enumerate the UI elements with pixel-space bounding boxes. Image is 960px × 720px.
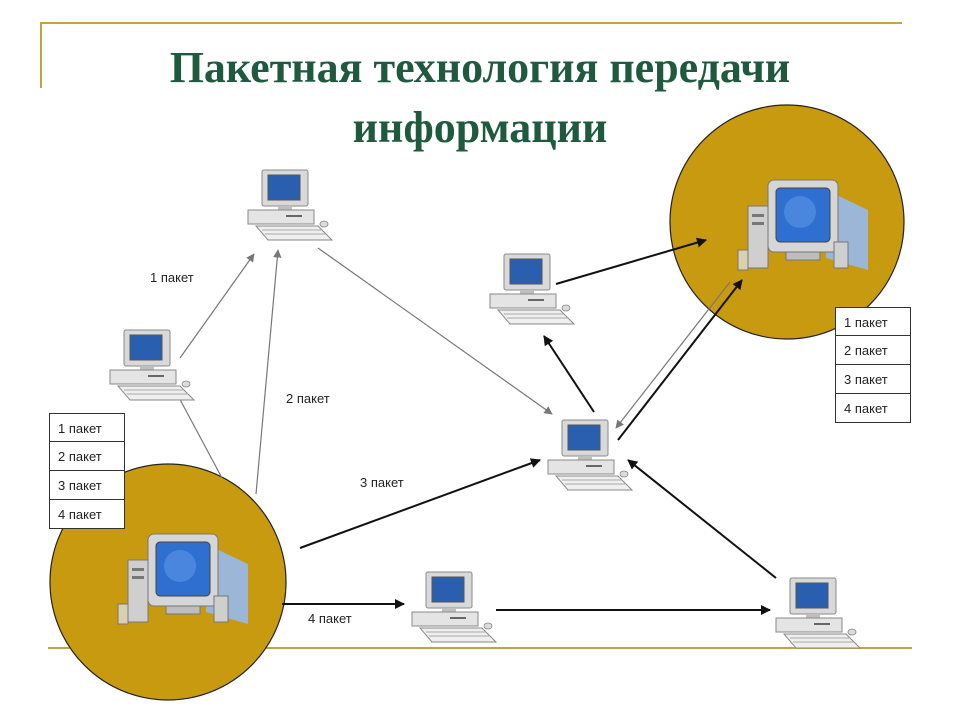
link-pc-left-to-pc-top [179,253,255,359]
computer-top-icon [247,169,333,241]
title-line-2: информации [352,103,608,152]
sender-packet-2: 2 пакет [49,442,125,471]
receiver-packet-list: 1 пакет 2 пакет 3 пакет 4 пакет [835,307,911,423]
computer-middle-icon [489,253,575,325]
receiver-packet-2: 2 пакет [835,336,911,365]
label-packet-1: 1 пакет [150,270,194,285]
label-packet-2: 2 пакет [286,391,330,406]
link-sender-to-pc-top [255,249,282,495]
sender-packet-1: 1 пакет [49,413,125,442]
receiver-packet-4: 4 пакет [835,394,911,423]
computer-bottom-icon [411,571,497,643]
frame-bottom-line [48,647,912,649]
link-pc-mid-to-receiver [555,237,707,285]
title-line-1: Пакетная технология передачи [169,43,791,92]
computer-router-icon [547,419,633,491]
link-router-to-receiver [617,279,743,441]
slide-title: Пакетная технология передачи информации [60,38,900,158]
computer-right-icon [775,577,861,649]
link-pc-top-to-router [317,247,553,415]
link-pc-right-to-router [627,459,777,579]
link-router-to-pc-mid [543,335,595,413]
receiver-packet-3: 3 пакет [835,365,911,394]
sender-packet-4: 4 пакет [49,500,125,529]
computer-left-icon [109,329,195,401]
link-sender-to-router [299,458,541,549]
label-packet-3: 3 пакет [360,475,404,490]
link-receiver-to-router [615,281,731,429]
frame-top-line [40,22,902,24]
sender-packet-list: 1 пакет 2 пакет 3 пакет 4 пакет [49,413,125,529]
sender-packet-3: 3 пакет [49,471,125,500]
label-packet-4: 4 пакет [308,611,352,626]
receiver-packet-1: 1 пакет [835,307,911,336]
link-sender-to-pc-left [175,391,223,479]
frame-left-line [40,22,42,88]
